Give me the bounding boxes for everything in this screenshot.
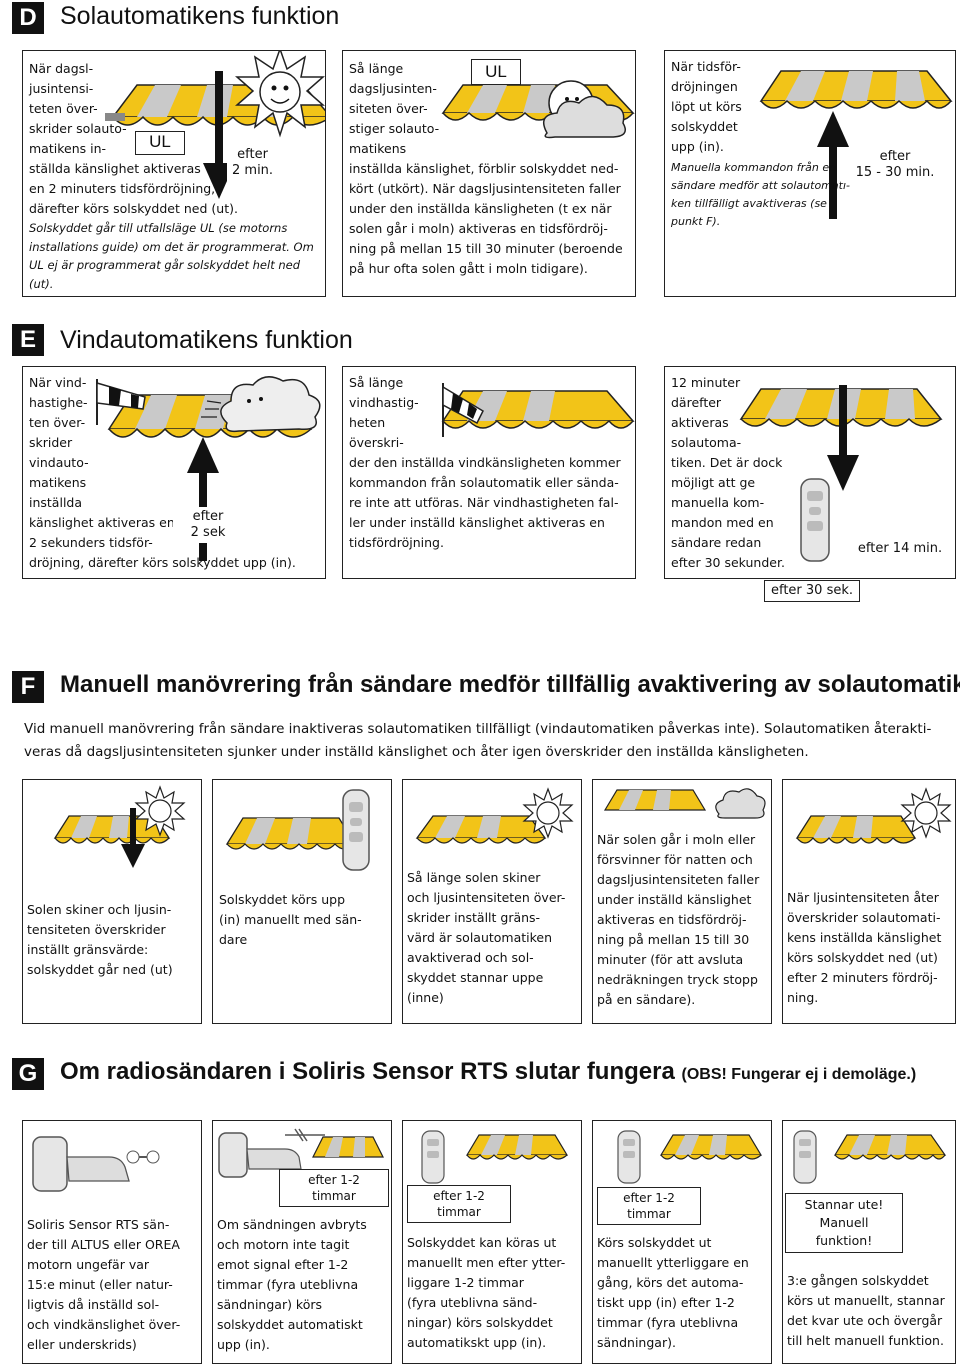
section-g-letter: G: [12, 1058, 44, 1090]
section-d-title: Solautomatikens funktion: [60, 2, 340, 30]
awning-icon: [833, 1134, 947, 1160]
awning-icon: [312, 1136, 384, 1158]
g-panel-2-text: Om sändningen avbryts och motorn inte ta…: [217, 1217, 367, 1352]
d-panel-2: UL Så länge dagsljusinten- siteten över-…: [342, 50, 636, 297]
remote-icon: [342, 789, 370, 871]
d-panel-2-text: Så länge dagsljusinten- siteten över- st…: [349, 61, 623, 276]
e-panel-3-text: 12 minuter därefter aktiveras solautoma-…: [671, 375, 785, 570]
awning-icon: [603, 789, 707, 811]
sun-icon: [134, 785, 186, 837]
d-panel-1-note: Solskyddet går till utfallsläge UL (se m…: [29, 221, 314, 291]
f-panel-3: Så länge solen skiner och ljusintensitet…: [402, 779, 582, 1024]
awning-icon: [795, 815, 917, 844]
d-panel-3-text: När tidsför- dröjningen löpt ut körs sol…: [671, 59, 742, 154]
remote-icon: [617, 1130, 641, 1184]
section-f-title: Manuell manövrering från sändare medför …: [60, 671, 960, 698]
section-g-title-text: Om radiosändaren i Soliris Sensor RTS sl…: [60, 1058, 675, 1085]
delay-tag: efter 1-2 timmar: [407, 1185, 511, 1223]
ul-label: UL: [135, 131, 185, 155]
awning-icon: [659, 1134, 763, 1160]
g-panel-3: efter 1-2 timmar Solskyddet kan köras ut…: [402, 1120, 582, 1364]
d-panel-1: UL efter 2 min. När dagsl- jusintensi- t…: [22, 50, 326, 297]
sun-icon: [235, 51, 325, 138]
remote-icon: [793, 1130, 817, 1184]
cloud-icon: [715, 788, 766, 819]
awning-icon: [441, 390, 635, 429]
section-f-intro: Vid manuell manövrering från sändare ina…: [24, 721, 932, 760]
delay-tag: efter 1-2 timmar: [279, 1169, 389, 1207]
awning-icon: [465, 1134, 569, 1160]
g-panel-1: Soliris Sensor RTS sän- der till ALTUS e…: [22, 1120, 202, 1364]
f-panel-5-text: När ljusintensiteten åter överskrider so…: [787, 890, 942, 1005]
delay-tag: efter 1-2 timmar: [597, 1187, 701, 1225]
awning-icon: [53, 815, 171, 844]
g-panel-5-text: 3:e gången solskyddet körs ut manuellt, …: [787, 1273, 945, 1348]
section-e-letter: E: [12, 324, 44, 356]
cloud-icon: [542, 80, 626, 139]
windsock-icon: [442, 383, 484, 437]
d-panel-1-text: När dagsl- jusintensi- teten över- skrid…: [29, 61, 238, 216]
e-panel-3: efter 14 min. 12 minuter därefter aktive…: [664, 366, 956, 579]
remote-icon: [421, 1130, 445, 1184]
g-panel-4: efter 1-2 timmar Körs solskyddet ut manu…: [592, 1120, 772, 1364]
f-panel-1-text: Solen skiner och ljusin- tensiteten över…: [27, 902, 173, 977]
g-panel-5: Stannar ute! Manuell funktion! 3:e gånge…: [782, 1120, 956, 1364]
delay-tag-14min: efter 14 min.: [851, 539, 949, 559]
stay-out-tag: Stannar ute! Manuell funktion!: [785, 1193, 903, 1253]
e-panel-2: Så länge vindhastig- heten överskri- der…: [342, 366, 636, 579]
f-panel-2-text: Solskyddet körs upp (in) manuellt med sä…: [219, 892, 362, 947]
f-panel-4: När solen går i moln eller försvinner fö…: [592, 779, 772, 1024]
e-panel-1-text: När vind- hastighe- ten över- skrider vi…: [29, 375, 296, 570]
e-panel-2-text: Så länge vindhastig- heten överskri- der…: [349, 375, 621, 550]
f-panel-2: Solskyddet körs upp (in) manuellt med sä…: [212, 779, 392, 1024]
windsock-icon: [96, 379, 146, 425]
sun-icon: [522, 787, 574, 839]
awning-icon: [759, 70, 953, 109]
arrow-down-icon: [121, 808, 145, 868]
sensor-icon: [32, 1136, 160, 1192]
d-panel-3: efter 15 - 30 min. När tidsför- dröjning…: [664, 50, 956, 297]
cloud-icon: [201, 376, 321, 433]
arrow-up-icon: [817, 111, 849, 219]
sun-icon: [900, 787, 952, 839]
f-panel-1: Solen skiner och ljusin- tensiteten över…: [22, 779, 202, 1024]
delay-tag: efter 15 - 30 min.: [841, 147, 949, 183]
d-panel-3-note: Manuella kommandon från en sändare medfö…: [671, 161, 850, 228]
delay-tag: efter 2 min.: [227, 145, 279, 181]
awning-icon: [225, 817, 357, 850]
arrow-down-icon: [827, 385, 859, 491]
f-panel-3-text: Så länge solen skiner och ljusintensitet…: [407, 870, 566, 1005]
ul-label: UL: [471, 59, 521, 85]
section-e-title: Vindautomatikens funktion: [60, 326, 353, 354]
delay-tag-30sek: efter 30 sek.: [764, 580, 860, 602]
delay-tag: efter 2 sek: [173, 507, 243, 543]
section-g-title: Om radiosändaren i Soliris Sensor RTS sl…: [60, 1058, 916, 1086]
section-d-letter: D: [12, 2, 44, 34]
remote-icon: [800, 478, 830, 562]
g-panel-3-text: Solskyddet kan köras ut manuellt men eft…: [407, 1235, 566, 1350]
g-panel-2: efter 1-2 timmar Om sändningen avbryts o…: [212, 1120, 392, 1364]
g-panel-1-text: Soliris Sensor RTS sän- der till ALTUS e…: [27, 1217, 181, 1352]
e-panel-1: efter 2 sek När vind- hastighe- ten över…: [22, 366, 326, 579]
g-panel-4-text: Körs solskyddet ut manuellt ytterliggare…: [597, 1235, 749, 1350]
section-g-note: (OBS! Fungerar ej i demoläge.): [681, 1066, 917, 1083]
section-f-letter: F: [12, 671, 44, 703]
f-panel-4-text: När solen går i moln eller försvinner fö…: [597, 832, 760, 1007]
f-panel-5: När ljusintensiteten åter överskrider so…: [782, 779, 956, 1024]
sensor-icon: [218, 1128, 325, 1178]
